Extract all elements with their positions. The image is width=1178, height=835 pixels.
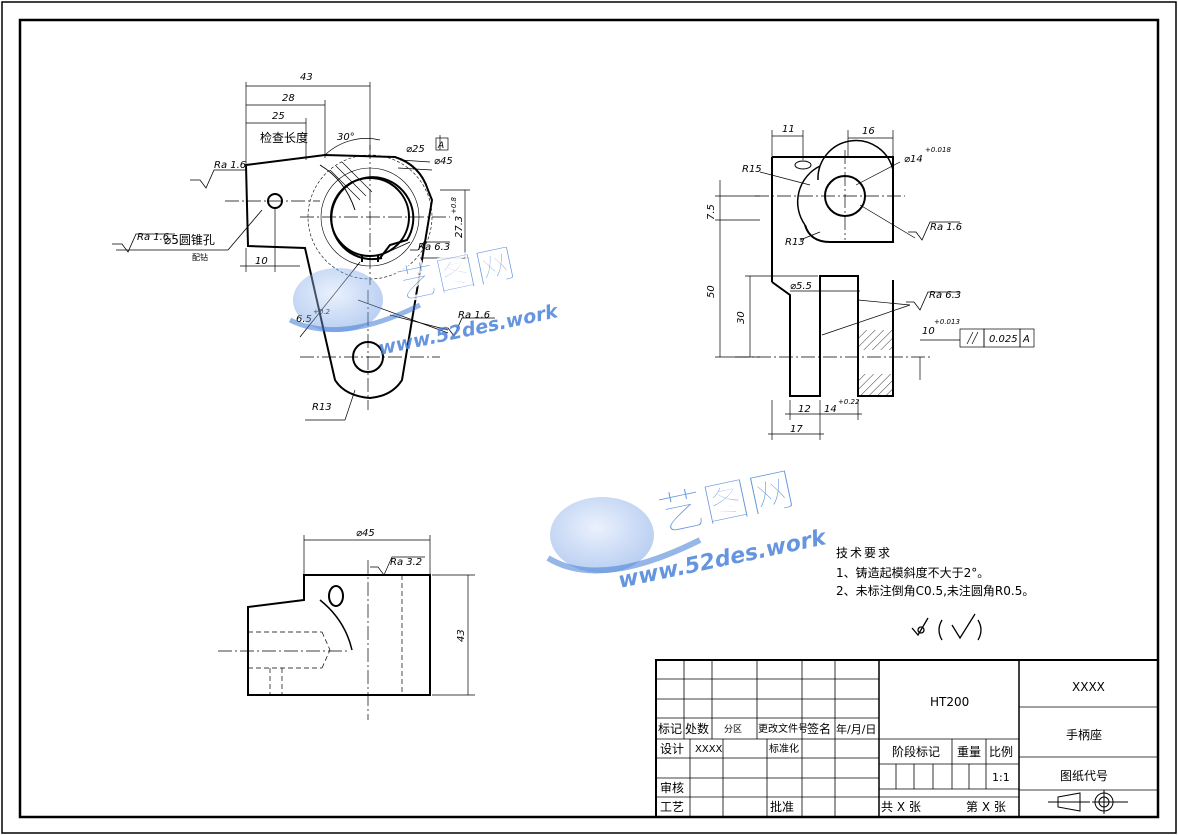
- top-view: [218, 535, 475, 720]
- side-view: [715, 130, 1035, 440]
- side-dim-50: 50: [706, 285, 717, 298]
- side-ra-63: Ra 6.3: [929, 290, 961, 301]
- title-block: [655, 659, 1159, 818]
- side-dim-75: 7.5: [706, 204, 717, 220]
- tb-standardize: 标准化: [769, 742, 799, 755]
- front-taper-hole: ⌀5圆锥孔: [164, 233, 215, 247]
- tb-sign: 签名: [807, 721, 831, 736]
- side-dia-14: ⌀14: [904, 154, 923, 165]
- tb-mark: 标记: [658, 722, 682, 736]
- side-view-labels: 11 16 R15 ⌀14 +0.018 Ra 1.6 R13 7.5 50 3…: [706, 124, 1030, 435]
- top-dia-45: ⌀45: [356, 528, 375, 539]
- tb-change-doc: 更改文件号: [758, 722, 808, 735]
- tb-drawing-code: 图纸代号: [1060, 769, 1108, 783]
- globe-logo-icon: [550, 497, 654, 573]
- front-dim-28: 28: [282, 93, 295, 104]
- inner-frame: [18, 18, 1160, 819]
- front-dim-10: 10: [255, 256, 268, 267]
- side-dim-30: 30: [736, 311, 747, 324]
- tb-approve: 批准: [770, 799, 794, 814]
- tb-scale-label: 比例: [989, 745, 1013, 759]
- side-dim-17: 17: [790, 424, 803, 435]
- side-dim-10-tol: +0.013: [934, 318, 960, 326]
- tb-drawing-no: XXXX: [1072, 680, 1105, 694]
- watermark-1: 艺图网 www.52des.work: [288, 239, 561, 360]
- top-dim-43: 43: [456, 629, 467, 642]
- side-dim-14-tol: +0.22: [838, 398, 860, 406]
- front-ra-63: Ra 6.3: [418, 242, 450, 253]
- tech-requirements: 技术要求 1、铸造起模斜度不大于2°。 2、未标注倒角C0.5,未注圆角R0.5…: [836, 546, 1034, 641]
- front-dia-45: ⌀45: [434, 156, 453, 167]
- watermark-brand-2: 艺图网: [653, 461, 799, 543]
- tb-zone: 分区: [724, 724, 742, 735]
- front-dim-25: 25: [272, 111, 285, 122]
- side-dim-11: 11: [782, 124, 795, 135]
- tb-part-name: 手柄座: [1066, 727, 1102, 742]
- tb-scale: 1:1: [992, 771, 1010, 784]
- side-dim-16: 16: [862, 126, 875, 137]
- side-parallel-ref: A: [1022, 334, 1030, 345]
- top-ra-32: Ra 3.2: [390, 557, 422, 568]
- side-r15: R15: [742, 164, 762, 175]
- tech-req-item-1: 1、铸造起模斜度不大于2°。: [836, 565, 989, 580]
- front-view-labels: 43 28 25 检查长度 30° ⌀25 ⌀45 A Ra 1.6 Ra 1.…: [137, 72, 490, 413]
- front-datum-a: A: [437, 141, 444, 151]
- front-dia-25: ⌀25: [406, 144, 425, 155]
- tb-material: HT200: [930, 695, 969, 709]
- tb-design: 设计: [660, 742, 684, 756]
- side-r13: R13: [785, 237, 805, 248]
- front-dim-43: 43: [300, 72, 313, 83]
- front-dim-27-tol: +0.8: [450, 196, 458, 214]
- top-view-labels: ⌀45 Ra 3.2 43: [356, 528, 467, 642]
- front-ra-16-hole: Ra 1.6: [137, 232, 169, 243]
- side-dia-55: ⌀5.5: [790, 281, 812, 292]
- front-angle-30: 30°: [337, 132, 355, 143]
- tb-designer: XXXX: [695, 744, 723, 755]
- side-dia-14-tol: +0.018: [925, 146, 951, 154]
- tb-stage-mark: 阶段标记: [892, 744, 940, 759]
- tb-date: 年/月/日: [836, 722, 876, 736]
- title-block-labels: HT200 XXXX 手柄座 图纸代号 标记 处数 分区 更改文件号 签名 年/…: [658, 680, 1108, 814]
- side-ra-16: Ra 1.6: [930, 222, 962, 233]
- tb-sheet-no: 第 X 张: [966, 800, 1006, 814]
- side-dim-10: 10: [922, 326, 935, 337]
- tb-count: 处数: [685, 721, 709, 736]
- front-dim-27: 27.3: [454, 216, 465, 238]
- front-r13: R13: [312, 402, 332, 413]
- tb-review: 审核: [660, 780, 684, 795]
- front-ra-16-slot: Ra 1.6: [458, 310, 490, 321]
- side-dim-12: 12: [798, 404, 811, 415]
- side-dim-14: 14: [824, 404, 837, 415]
- front-match-drill: 配钻: [192, 252, 208, 262]
- watermark-2: 艺图网 www.52des.work: [546, 461, 830, 594]
- tb-weight: 重量: [957, 745, 981, 759]
- front-ra-16-top: Ra 1.6: [214, 160, 246, 171]
- tech-req-item-2: 2、未标注倒角C0.5,未注圆角R0.5。: [836, 583, 1034, 598]
- globe-logo-icon: [293, 268, 383, 332]
- tb-process: 工艺: [660, 800, 684, 814]
- tb-total-sheets: 共 X 张: [881, 800, 921, 814]
- projection-symbol-icon: [1048, 790, 1128, 814]
- roughness-other-symbol: [911, 613, 982, 641]
- side-parallel-tol: 0.025: [989, 334, 1018, 345]
- front-check-length: 检查长度: [260, 130, 308, 145]
- tech-req-title: 技术要求: [836, 546, 892, 560]
